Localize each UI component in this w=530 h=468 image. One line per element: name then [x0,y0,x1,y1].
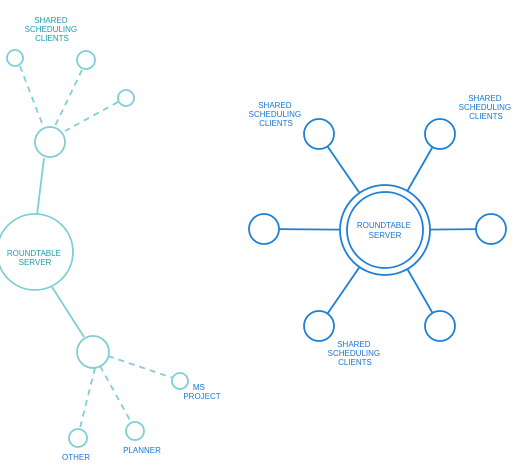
ms-project-node [171,372,189,390]
connector-server-to-hub-bottom [51,286,85,338]
left-client-node-3 [117,89,135,107]
dashed-connector-client-3 [64,101,119,132]
left-hub-top-node [34,126,66,158]
left-client-node-2 [76,50,96,70]
ms-project-label: MS PROJECT [183,383,220,401]
right-diagram [248,118,507,342]
right-server-inner-ring [346,191,424,269]
dashed-connector-client-1 [19,65,44,127]
right-clients-top-right-label: SHARED SCHEDULING CLIENTS [459,94,514,121]
right-client-node-right [475,213,507,245]
right-client-node-bottom-right [424,310,456,342]
dashed-connector-ms-project [107,355,174,379]
left-hub-bottom-node [76,335,110,369]
planner-node [125,421,145,441]
right-clients-top-left-label: SHARED SCHEDULING CLIENTS [249,101,304,128]
left-server-node [0,213,74,291]
right-clients-bottom-label: SHARED SCHEDULING CLIENTS [328,340,383,367]
right-client-node-bottom-left [303,310,335,342]
other-label: OTHER [62,453,90,462]
connector-hub-top-to-server [36,157,45,216]
right-client-node-top-right [424,118,456,150]
other-node [68,428,88,448]
left-client-node-1 [6,49,24,67]
right-client-node-top-left [303,118,335,150]
dashed-connector-planner [99,365,132,423]
dashed-connector-other [79,367,96,429]
dashed-connector-client-2 [54,69,83,127]
left-server-label: ROUNDTABLE SERVER [7,249,63,267]
right-client-node-left [248,213,280,245]
right-server-label: ROUNDTABLE SERVER [357,221,413,240]
planner-label: PLANNER [123,446,161,455]
left-clients-label: SHARED SCHEDULING CLIENTS [25,16,80,43]
left-diagram [0,49,189,448]
